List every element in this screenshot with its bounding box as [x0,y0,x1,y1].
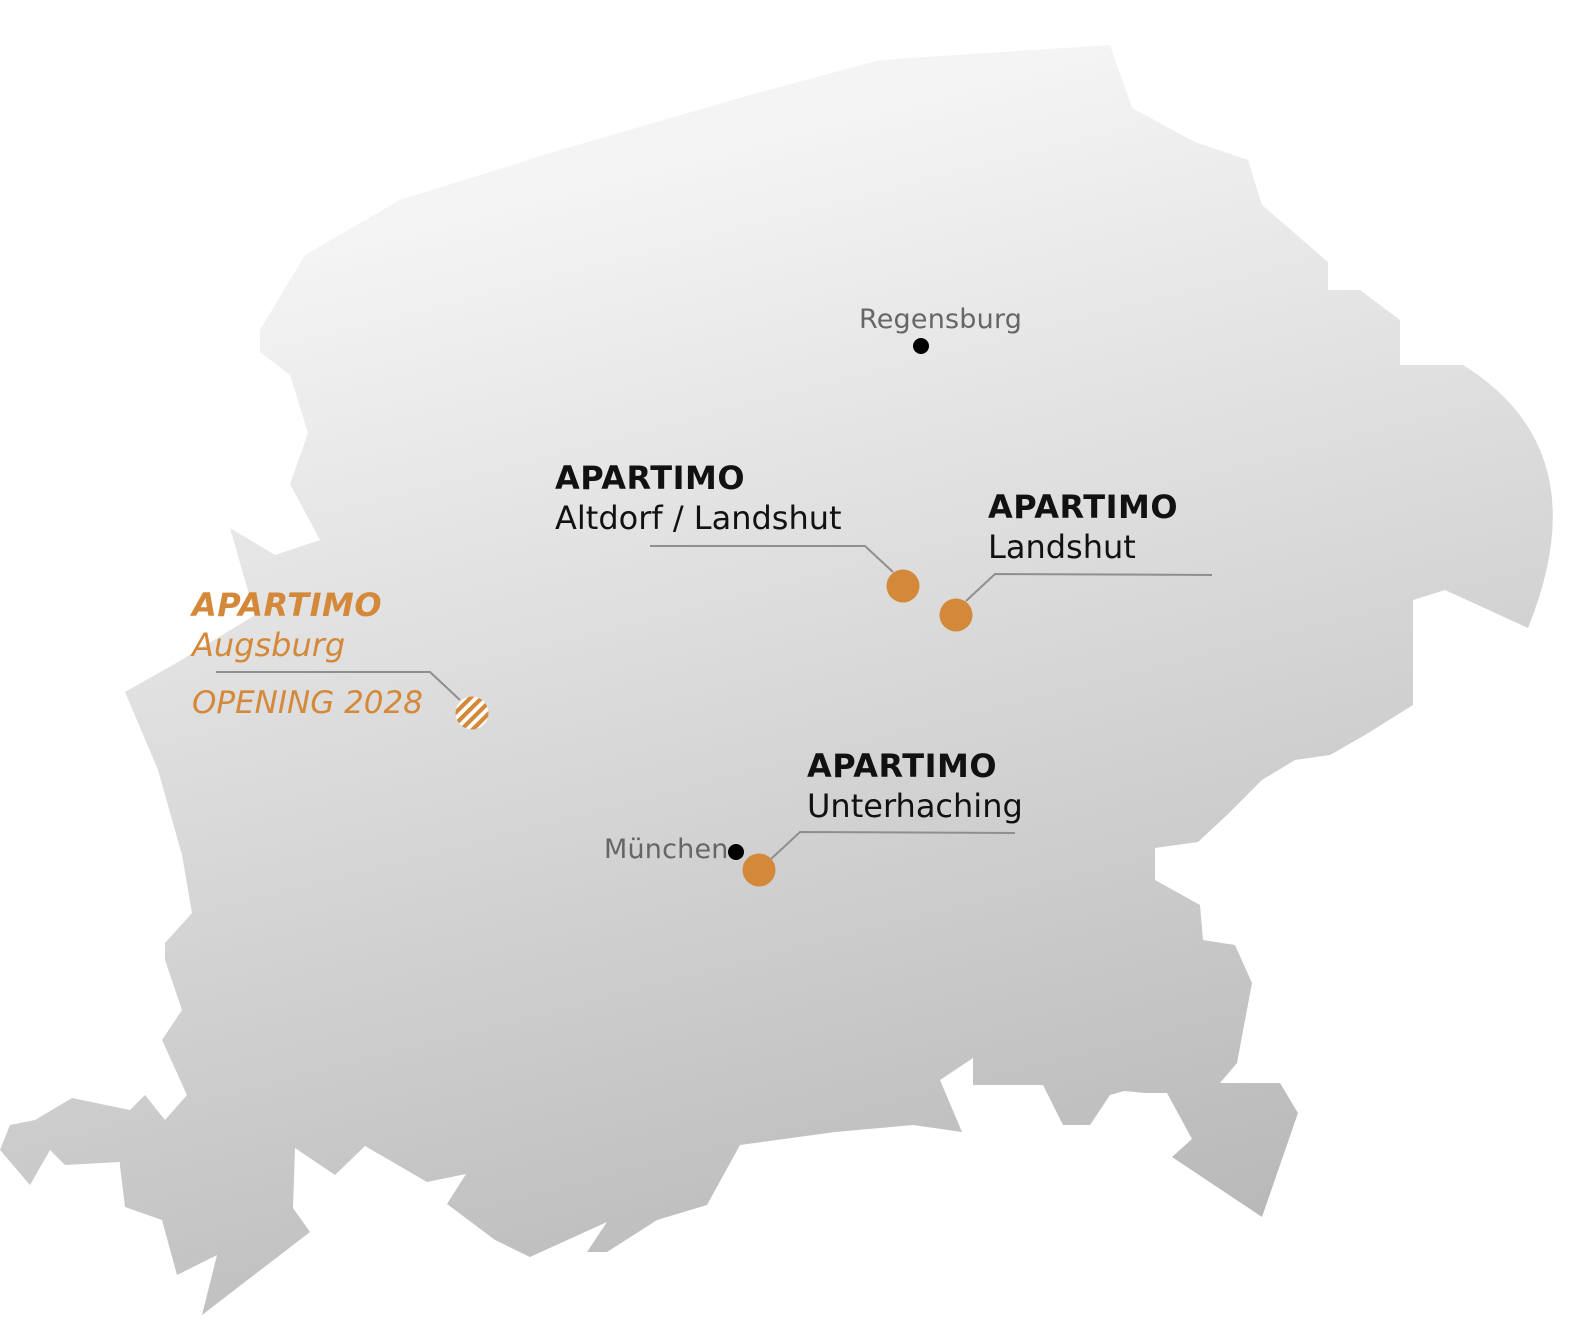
landshut-marker-icon[interactable] [939,598,973,632]
augsburg-planned-marker-icon[interactable] [455,696,489,730]
altdorf-brand-label: APARTIMO [555,459,746,497]
altdorf-leader-line [650,545,894,573]
muenchen-label: München [604,834,729,865]
landshut-leader-line [965,572,1213,602]
landshut-brand-label: APARTIMO [988,488,1179,526]
altdorf-name-label: Altdorf / Landshut [555,499,842,537]
regensburg-label: Regensburg [859,304,1023,335]
regensburg-dot-icon [913,338,929,354]
augsburg-name-label: Augsburg [192,626,346,664]
landshut-name-label: Landshut [988,528,1136,566]
muenchen-dot-icon [728,844,744,860]
altdorf-marker-icon[interactable] [886,569,920,603]
region-shape [0,45,1553,1315]
leader-lines [216,545,1213,860]
augsburg-leader-line [216,671,461,701]
augsburg-brand-label: APARTIMO [192,586,383,624]
unterhaching-name-label: Unterhaching [807,787,1023,825]
augsburg-opening-label: OPENING 2028 [192,685,423,721]
unterhaching-leader-line [770,830,1016,860]
unterhaching-marker-icon[interactable] [742,853,776,887]
unterhaching-brand-label: APARTIMO [807,747,998,785]
